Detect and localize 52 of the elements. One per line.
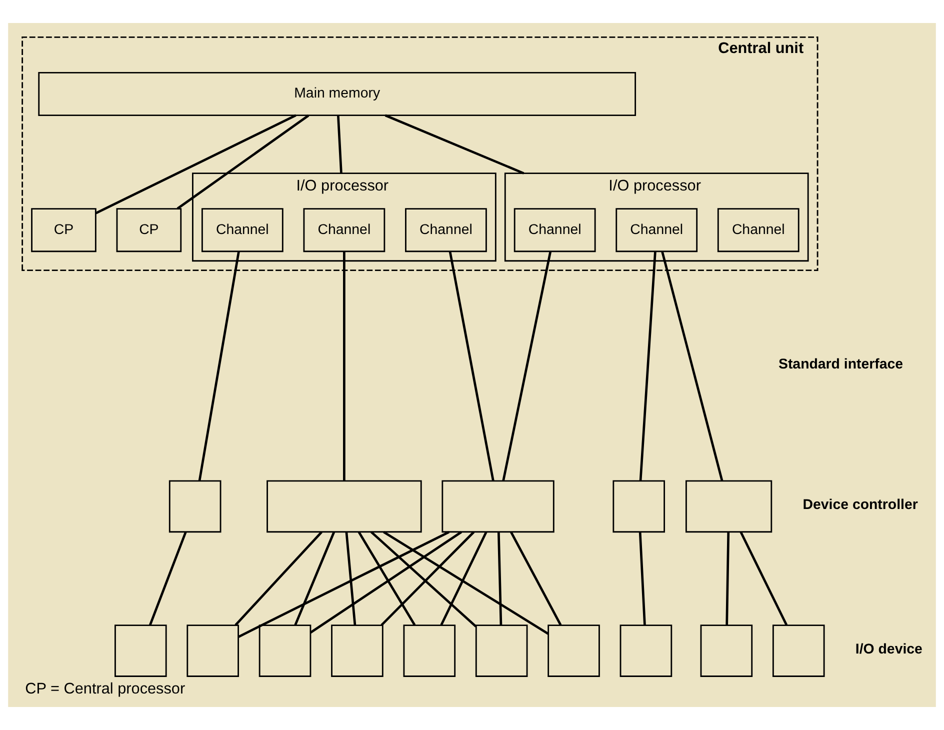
node-box: Main memory	[38, 72, 636, 116]
node-box	[442, 480, 554, 533]
connector	[148, 532, 187, 626]
connector	[639, 252, 656, 481]
node-box	[612, 480, 665, 533]
node-box: Channel	[717, 208, 800, 252]
node-box	[168, 480, 222, 533]
node-box: Channel	[201, 208, 284, 252]
connector	[294, 532, 336, 626]
node-box: CP	[116, 208, 182, 252]
connector	[448, 252, 494, 482]
connector	[497, 532, 502, 626]
node-box	[475, 624, 528, 677]
label: I/O device	[855, 641, 922, 658]
connector	[176, 114, 310, 210]
label: Device controller	[802, 496, 918, 513]
connector	[358, 531, 416, 626]
connector	[661, 251, 724, 482]
connector	[238, 530, 450, 638]
node-box	[685, 480, 772, 533]
connector	[726, 532, 730, 626]
connector	[384, 114, 524, 174]
connector	[510, 531, 562, 626]
connector	[234, 531, 322, 626]
connector	[198, 252, 240, 482]
connector	[502, 252, 552, 482]
caption: CP = Central processor	[25, 680, 186, 698]
node-box	[620, 624, 672, 677]
node-box	[772, 624, 825, 677]
connector	[383, 531, 549, 635]
node-box: Channel	[303, 208, 386, 252]
node-box: CP	[31, 208, 96, 252]
node-box: Channel	[616, 208, 698, 252]
node-box: Channel	[405, 208, 487, 252]
node-box	[331, 624, 384, 677]
connector	[740, 531, 788, 626]
connector	[343, 252, 346, 481]
label: Standard interface	[778, 356, 904, 373]
connector	[638, 532, 646, 626]
node-box	[258, 624, 312, 677]
node-box	[186, 624, 239, 677]
connector	[440, 532, 488, 626]
connector	[336, 115, 342, 174]
node-box	[403, 624, 456, 677]
node-box: Channel	[514, 208, 596, 252]
connector	[345, 532, 356, 626]
node-box	[114, 624, 167, 677]
connector	[310, 531, 462, 634]
connector	[95, 114, 296, 214]
node-box	[700, 624, 753, 677]
node-box	[266, 480, 422, 533]
node-box	[548, 624, 600, 677]
